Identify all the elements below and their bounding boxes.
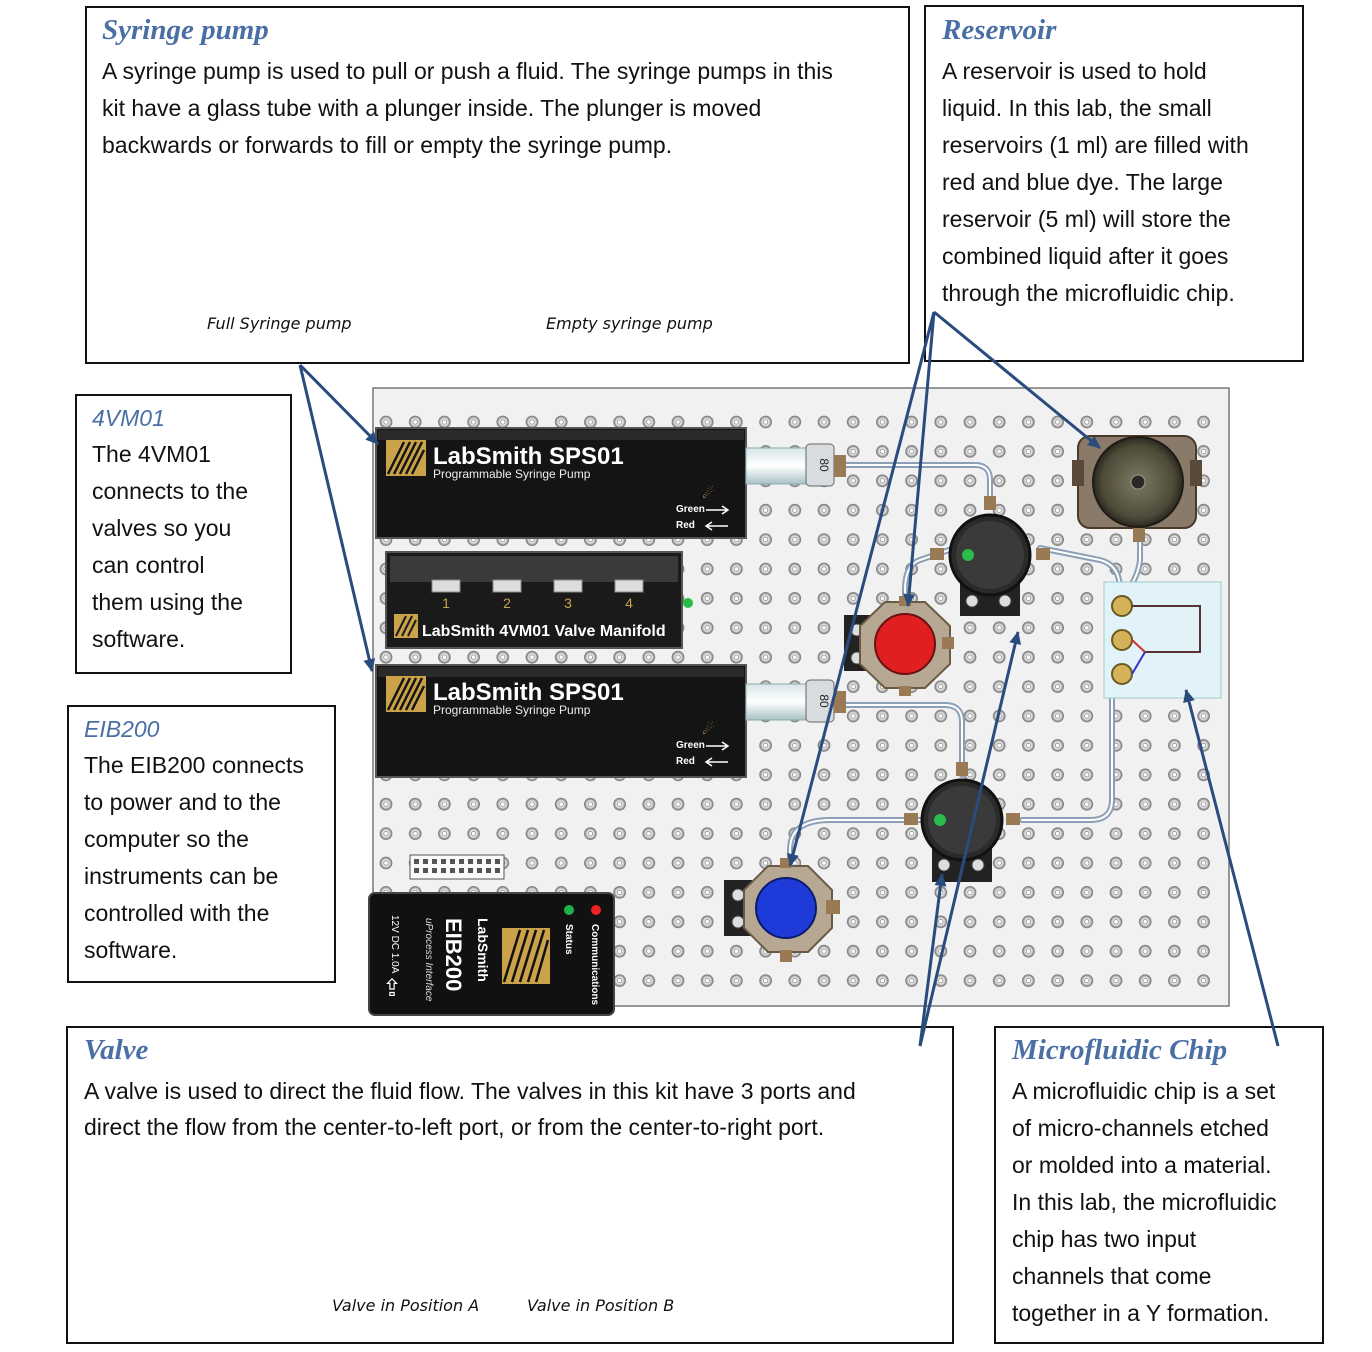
- manifold-port-socket: [431, 579, 461, 593]
- vm01-line-1: The 4VM01: [92, 441, 211, 467]
- usb-icon: ⇪: [382, 975, 402, 1002]
- empty-syringe-caption: Empty syringe pump: [546, 314, 713, 333]
- syringe-pump-line-3: backwards or forwards to fill or empty t…: [102, 132, 673, 158]
- vm01-line-2: connects to the: [92, 478, 248, 504]
- manifold-port-socket: [492, 579, 522, 593]
- pump-status-icon: ☄: [702, 721, 715, 737]
- valve-manifold: 1 2 3 4 LabSmith 4VM01 Valve Manifold: [385, 551, 693, 649]
- large-reservoir: [1072, 435, 1202, 542]
- full-syringe-caption: Full Syringe pump: [207, 314, 352, 333]
- syringe-pump-title: Syringe pump: [102, 14, 269, 46]
- syringe-pump-line-2: kit have a glass tube with a plunger ins…: [102, 95, 762, 121]
- manifold-label: LabSmith 4VM01 Valve Manifold: [422, 623, 666, 640]
- vm01-title: 4VM01: [92, 405, 165, 431]
- manifold-port-number: 1: [442, 595, 450, 611]
- vm01-line-5: them using the: [92, 589, 243, 615]
- chip-title: Microfluidic Chip: [1012, 1034, 1228, 1066]
- eib-status-label: Status: [563, 924, 574, 955]
- chip-line-6: channels that come: [1012, 1263, 1212, 1289]
- reservoir-line-6: combined liquid after it goes: [942, 243, 1229, 269]
- reservoir-line-5: reservoir (5 ml) will store the: [942, 206, 1231, 232]
- labsmith-logo-icon: [386, 440, 426, 476]
- blue-reservoir: [724, 858, 840, 962]
- manifold-port-socket: [553, 579, 583, 593]
- vm01-line-3: valves so you: [92, 515, 232, 541]
- reservoir-line-1: A reservoir is used to hold: [942, 58, 1207, 84]
- eib-comm-label: Communications: [589, 924, 600, 1006]
- vm01-box: [75, 394, 292, 674]
- valve-line-1: A valve is used to direct the fluid flow…: [84, 1078, 856, 1104]
- valve-box: [66, 1026, 954, 1344]
- eib200-title: EIB200: [84, 716, 160, 742]
- reservoir-line-7: through the microfluidic chip.: [942, 280, 1235, 306]
- eib200-device: ⇪ 12V DC 1.0A EIB200 uProcess Interface …: [368, 892, 615, 1016]
- reservoir-title: Reservoir: [942, 14, 1057, 46]
- pump-green-label: Green: [676, 740, 705, 751]
- manifold-port-number: 2: [503, 595, 511, 611]
- eib200-line-6: software.: [84, 937, 178, 963]
- connector-strip: [409, 854, 505, 880]
- pump-status-icon: ☄: [702, 485, 715, 501]
- syringe-pump-line-1: A syringe pump is used to pull or push a…: [102, 58, 833, 84]
- labsmith-logo-icon: [386, 676, 426, 712]
- eib200-line-3: computer so the: [84, 826, 249, 852]
- chip-line-5: chip has two input: [1012, 1226, 1197, 1252]
- reservoir-line-3: reservoirs (1 ml) are filled with: [942, 132, 1249, 158]
- reservoir-box: [924, 5, 1304, 362]
- reservoir-line-2: liquid. In this lab, the small: [942, 95, 1212, 121]
- eib-power-label: 12V DC 1.0A: [389, 915, 400, 974]
- valve-title: Valve: [84, 1034, 149, 1066]
- eib200-line-4: instruments can be: [84, 863, 279, 889]
- syringe-pump-bottom: LabSmith SPS01 Programmable Syringe Pump…: [375, 664, 846, 778]
- pump-brand-label: LabSmith SPS01: [433, 443, 624, 470]
- pump-sub-label: Programmable Syringe Pump: [433, 703, 591, 717]
- chip-line-4: In this lab, the microfluidic: [1012, 1189, 1277, 1215]
- eib-name-label: EIB200: [441, 918, 466, 991]
- chip-box: [994, 1026, 1324, 1344]
- eib200-line-5: controlled with the: [84, 900, 270, 926]
- pump-brand-label: LabSmith SPS01: [433, 679, 624, 706]
- valve-b-caption: Valve in Position B: [527, 1296, 675, 1315]
- microfluidic-chip: [1103, 581, 1222, 699]
- pump-red-label: Red: [676, 520, 695, 531]
- eib-brand-label: LabSmith: [475, 918, 491, 982]
- vm01-line-6: software.: [92, 626, 186, 652]
- pump-green-label: Green: [676, 504, 705, 515]
- chip-line-3: or molded into a material.: [1012, 1152, 1272, 1178]
- vm01-line-4: can control: [92, 552, 205, 578]
- chip-line-7: together in a Y formation.: [1012, 1300, 1270, 1326]
- valve-a-caption: Valve in Position A: [332, 1296, 480, 1315]
- manifold-port-socket: [614, 579, 644, 593]
- eib-sub-label: uProcess Interface: [423, 918, 434, 1002]
- chip-line-1: A microfluidic chip is a set: [1012, 1078, 1276, 1104]
- pump-sub-label: Programmable Syringe Pump: [433, 467, 591, 481]
- syringe-mark: 80: [817, 458, 831, 472]
- reservoir-line-4: red and blue dye. The large: [942, 169, 1223, 195]
- manifold-port-number: 4: [625, 595, 633, 611]
- eib200-line-2: to power and to the: [84, 789, 281, 815]
- chip-line-2: of micro-channels etched: [1012, 1115, 1269, 1141]
- valve-top: [930, 496, 1050, 616]
- eib200-line-1: The EIB200 connects: [84, 752, 304, 778]
- eib200-box: [67, 705, 336, 983]
- manifold-port-number: 3: [564, 595, 572, 611]
- syringe-mark: 80: [817, 694, 831, 708]
- pump-red-label: Red: [676, 756, 695, 767]
- valve-line-2: direct the flow from the center-to-left …: [84, 1114, 825, 1140]
- syringe-pump-box: [85, 6, 910, 364]
